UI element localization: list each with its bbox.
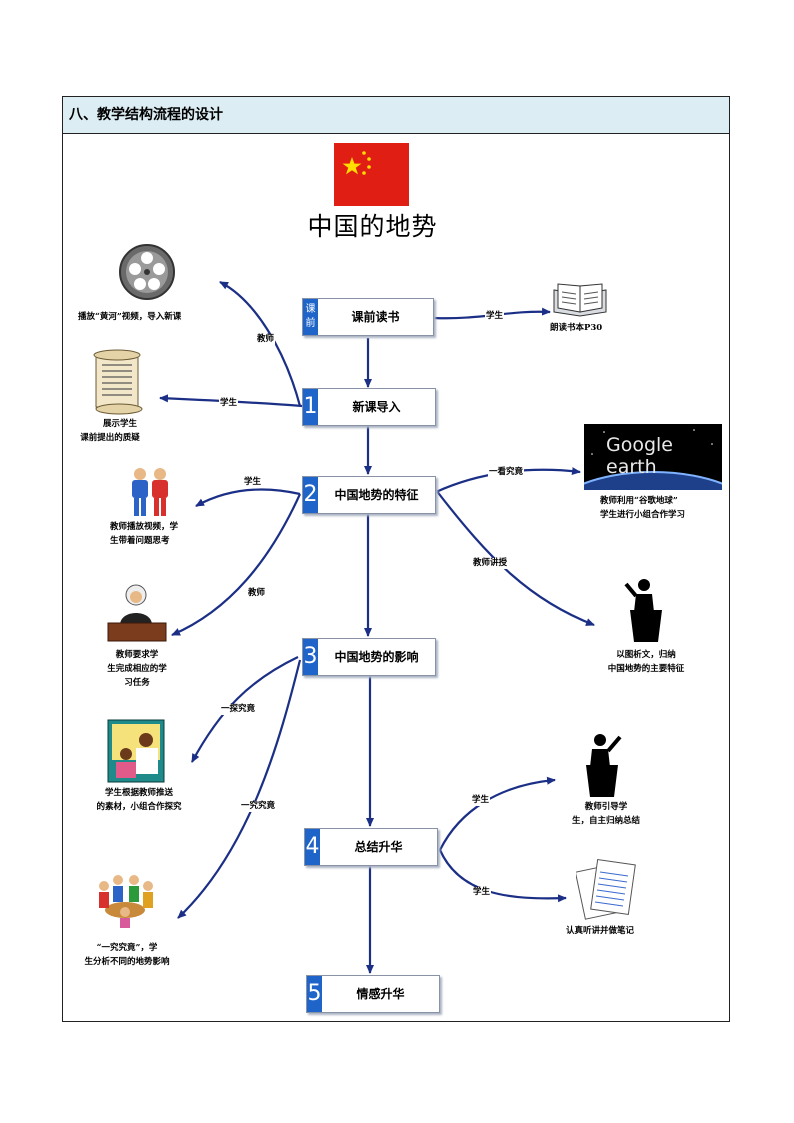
step-2: 2 中国地势的特征 [302, 476, 436, 514]
caption-line: “一究究竟”，学 [96, 943, 158, 953]
caption-line: 生带着问题思考 [110, 536, 170, 546]
chinese-flag-image [334, 143, 409, 206]
arrow-to-judge [171, 493, 302, 637]
edge-label-student: 学生 [471, 795, 491, 806]
caption-group: “一究究竟”，学 生分析不同的地势影响 [68, 941, 186, 969]
edge-label-explore: 一看究竟 [488, 467, 525, 478]
caption-line: 教师引导学 [584, 802, 628, 812]
caption-speaker: 以图析文，归纳 中国地势的主要特征 [598, 648, 694, 676]
arrow-to-teach [191, 656, 299, 763]
edge-label-student: 学生 [472, 887, 492, 898]
step-badge: 4 [305, 829, 320, 865]
caption-line: 中国地势的主要特征 [607, 664, 685, 674]
speaker-silhouette-image [622, 576, 668, 648]
edge-label-student: 学生 [485, 311, 505, 322]
caption-line: 习任务 [124, 678, 150, 688]
caption-line: 教师利用“谷歌地球” [600, 496, 678, 506]
teacher-student-image [106, 718, 166, 788]
step-5: 5 情感升华 [306, 975, 440, 1013]
step-1: 1 新课导入 [302, 388, 436, 426]
step-badge: 2 [303, 477, 318, 513]
step-3: 3 中国地势的影响 [302, 638, 436, 676]
caption-line: 学生进行小组合作学习 [600, 510, 686, 520]
step-label: 中国地势的影响 [334, 650, 419, 664]
notes-paper-image [574, 858, 636, 924]
caption-line: 学生根据教师推送 [104, 788, 173, 798]
step-badge: 3 [303, 639, 318, 675]
step-label: 新课导入 [352, 400, 401, 414]
caption-film: 播放“黄河”视频，导入新课 [78, 312, 182, 322]
edge-label-teacher: 教师 [256, 334, 276, 345]
caption-teach: 学生根据教师推送 的素材，小组合作探究 [85, 786, 193, 814]
google-earth-image: Google earth [584, 424, 722, 490]
edge-label-teacher: 教师 [247, 588, 267, 599]
arrow-to-speaker2 [439, 776, 556, 851]
caption-line: 生分析不同的地势影响 [84, 957, 170, 967]
step-label: 课前读书 [351, 310, 400, 324]
scroll-image [90, 349, 146, 419]
caption-line: 课前提出的质疑 [80, 433, 140, 443]
caption-line: 的素材，小组合作探究 [96, 802, 182, 812]
caption-speaker2: 教师引导学 生，自主归纳总结 [556, 800, 656, 828]
step-badge: 课前 [303, 299, 318, 335]
edge-label-explore: 一探究竟 [220, 704, 257, 715]
step-label: 总结升华 [354, 840, 403, 854]
judge-image [106, 581, 168, 647]
arrow-to-group [177, 659, 302, 919]
arrow-to-people [195, 488, 301, 507]
open-book-image [552, 282, 608, 322]
edge-label-lecture: 教师讲授 [472, 558, 509, 569]
caption-scroll: 展示学生 课前提出的质疑 [80, 417, 150, 445]
step-badge: 5 [307, 976, 322, 1012]
caption-line: 展示学生 [102, 419, 137, 429]
step-4: 4 总结升华 [304, 828, 438, 866]
design-frame: 八、教学结构流程的设计 [62, 96, 730, 1022]
film-reel-image [118, 243, 176, 305]
group-discussion-image [94, 872, 156, 932]
people-image [128, 466, 174, 522]
caption-judge: 教师要求学 生完成相应的学 习任务 [95, 648, 179, 690]
speaker-silhouette-image [582, 731, 628, 803]
section-header: 八、教学结构流程的设计 [63, 97, 729, 134]
edge-label-student: 学生 [243, 477, 263, 488]
caption-people: 教师播放视频，学 生带着问题思考 [110, 520, 178, 548]
caption-notes: 认真听讲并做笔记 [566, 926, 635, 936]
arrow-to-speaker1 [435, 489, 595, 627]
caption-book: 朗读书本P30 [550, 323, 603, 333]
caption-line: 生，自主归纳总结 [571, 816, 640, 826]
caption-line: 教师要求学 [115, 650, 159, 660]
step-badge: 1 [303, 389, 318, 425]
caption-line: 生完成相应的学 [107, 664, 167, 674]
google-earth-logo: Google earth [606, 434, 674, 478]
step-pre-reading: 课前 课前读书 [302, 298, 434, 336]
edge-label-study: 一究究竟 [240, 801, 277, 812]
step-label: 情感升华 [356, 987, 405, 1001]
caption-google: 教师利用“谷歌地球” 学生进行小组合作学习 [600, 494, 685, 522]
edge-label-student: 学生 [219, 398, 239, 409]
caption-line: 以图析文，归纳 [616, 650, 676, 660]
arrow-to-film [219, 281, 302, 407]
step-label: 中国地势的特征 [334, 488, 419, 502]
caption-line: 教师播放视频，学 [110, 522, 179, 532]
arrow-to-notes [438, 849, 567, 903]
diagram-title: 中国的地势 [307, 212, 438, 241]
